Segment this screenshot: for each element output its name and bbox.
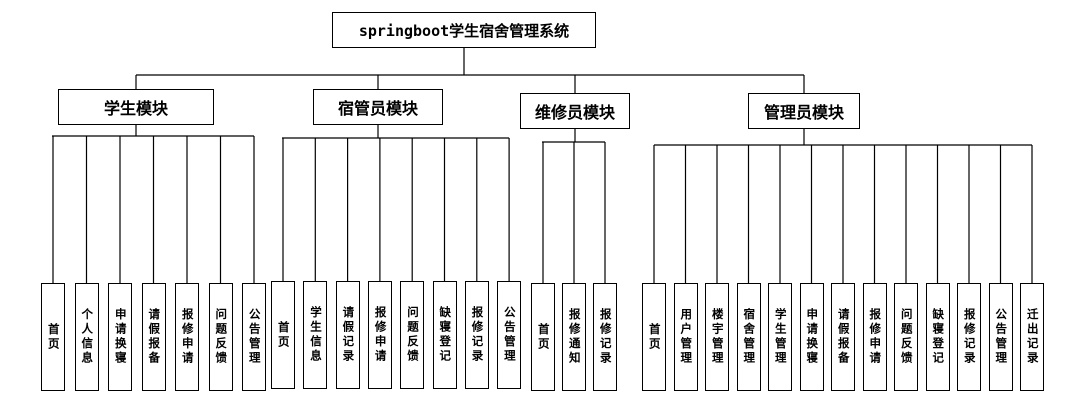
leaf-node-admin: 公告管理 <box>988 283 1013 391</box>
leaf-node-student: 首页 <box>41 283 65 391</box>
leaf-node-admin: 报修申请 <box>862 283 887 391</box>
leaf-node-student: 报修申请 <box>175 283 199 391</box>
leaf-node-student: 申请换寝 <box>108 283 132 391</box>
leaf-node-admin: 宿舍管理 <box>736 283 761 391</box>
leaf-node-student: 请假报备 <box>141 283 166 391</box>
leaf-node-dorm-manager: 报修申请 <box>367 281 392 389</box>
leaf-node-dorm-manager: 缺寝登记 <box>432 281 457 389</box>
leaf-node-admin: 学生管理 <box>768 283 792 391</box>
leaf-node-admin: 请假报备 <box>831 283 855 391</box>
leaf-node-repairman: 首页 <box>531 283 555 391</box>
leaf-node-admin: 问题反馈 <box>894 283 918 391</box>
leaf-node-dorm-manager: 学生信息 <box>303 281 328 389</box>
leaf-node-dorm-manager: 首页 <box>271 281 295 389</box>
root-node: springboot学生宿舍管理系统 <box>332 12 596 48</box>
leaf-node-repairman: 报修记录 <box>593 283 617 391</box>
leaf-node-dorm-manager: 公告管理 <box>497 281 522 389</box>
module-node-dorm-manager: 宿管员模块 <box>313 89 443 125</box>
leaf-node-dorm-manager: 问题反馈 <box>400 281 425 389</box>
module-node-admin: 管理员模块 <box>748 93 860 129</box>
leaf-node-student: 问题反馈 <box>208 283 233 391</box>
leaf-node-admin: 报修记录 <box>957 283 981 391</box>
leaf-node-admin: 用户管理 <box>673 283 698 391</box>
leaf-node-student: 个人信息 <box>74 283 99 391</box>
leaf-node-admin: 申请换寝 <box>799 283 824 391</box>
leaf-node-repairman: 报修通知 <box>562 283 586 391</box>
leaf-node-admin: 缺寝登记 <box>925 283 950 391</box>
module-node-repairman: 维修员模块 <box>520 93 630 129</box>
leaf-node-admin: 首页 <box>642 283 666 391</box>
leaf-node-admin: 楼宇管理 <box>705 283 729 391</box>
leaf-node-student: 公告管理 <box>242 283 266 391</box>
leaf-node-admin: 迁出记录 <box>1020 283 1044 391</box>
leaf-node-dorm-manager: 请假记录 <box>335 281 360 389</box>
module-node-student: 学生模块 <box>58 89 214 125</box>
leaf-node-dorm-manager: 报修记录 <box>464 281 489 389</box>
